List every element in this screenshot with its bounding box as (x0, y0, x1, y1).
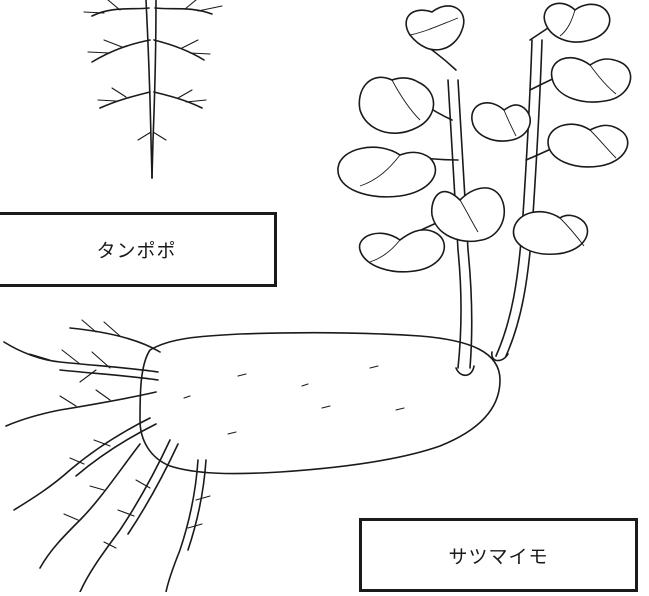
sweet-potato-roots (3, 319, 211, 593)
sweet-potato-tuber (139, 331, 501, 475)
dandelion-taproot (83, 0, 223, 179)
sweet-potato-leaves (337, 2, 632, 273)
dandelion-label: タンポポ (96, 240, 177, 262)
dandelion-label-box: タンポポ (0, 212, 277, 287)
sweet-potato-label: サツマイモ (448, 545, 549, 568)
sweet-potato-label-box: サツマイモ (359, 518, 638, 592)
